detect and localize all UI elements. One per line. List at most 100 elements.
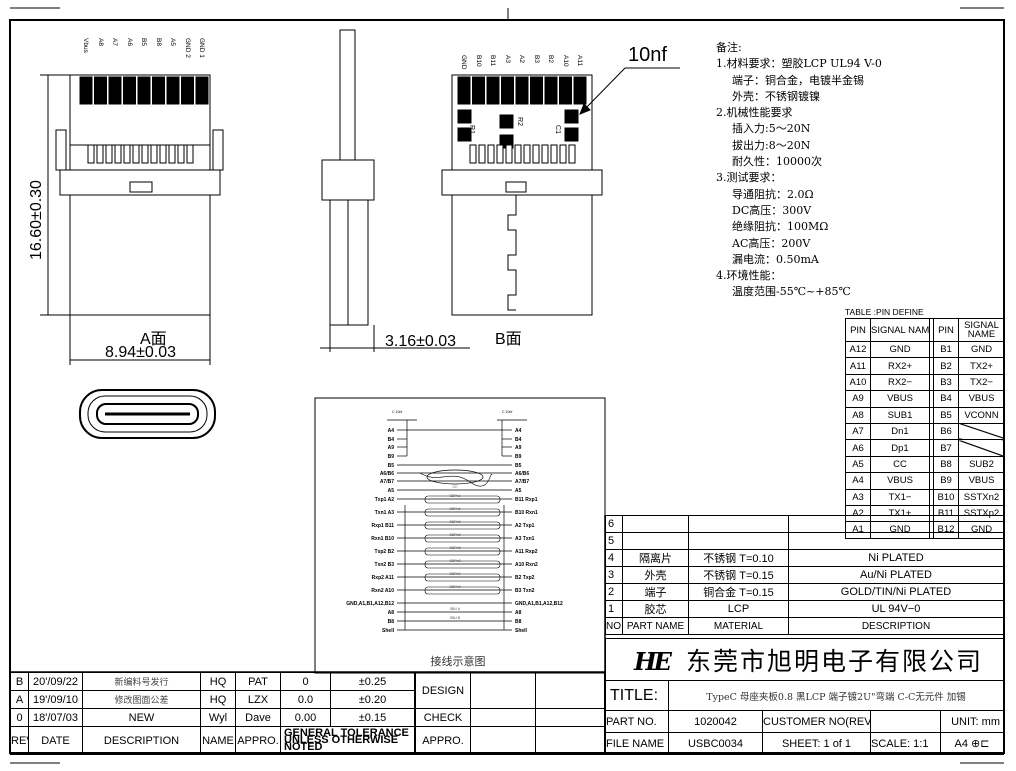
- dim-height: 16.60±0.30: [28, 180, 45, 260]
- revision-cell: NEW: [82, 708, 201, 727]
- cap-left-label: C 10nf: [392, 410, 402, 414]
- pin-cell: B7: [933, 439, 959, 457]
- header-rev: REV: [10, 726, 29, 755]
- b-pad: [501, 76, 514, 105]
- pin-cell: B1: [933, 340, 959, 359]
- wire-label-left: GND,A1,B1,A12,B12: [346, 601, 394, 607]
- wire-label-left: Rxn1 B10: [371, 536, 394, 542]
- a-pad: [195, 76, 209, 105]
- pin-cell: [958, 422, 1005, 441]
- a-pad: [79, 76, 93, 105]
- a-pin-label: Vbus: [82, 38, 89, 53]
- a-pad: [123, 76, 136, 105]
- revision-cell: ±0.15: [330, 708, 415, 727]
- wire-label-left: Txp1 A2: [375, 497, 394, 503]
- wire-label-right: A7/B7: [515, 479, 529, 485]
- b-pin-label: A2: [518, 55, 525, 63]
- wire-label-left: Txp2 B2: [375, 549, 395, 555]
- wire-label-right: A5: [515, 488, 522, 494]
- revision-cell: LZX: [235, 690, 281, 709]
- part-cell: 2: [605, 583, 623, 601]
- wire-label-right: A2 Txp1: [515, 523, 535, 529]
- pin-cell: A10: [845, 373, 871, 392]
- wire-label-right: B5: [515, 463, 522, 469]
- pin-cell: B10: [933, 488, 959, 506]
- revision-cell: Wyl: [200, 708, 236, 727]
- pin-cell: B3: [933, 373, 959, 392]
- revision-cell: 0: [10, 708, 29, 727]
- pin-table-title: TABLE :PIN DEFINE: [845, 307, 924, 317]
- shield-pair: [424, 495, 501, 504]
- wire-label-right: A9: [515, 445, 522, 451]
- wire-label-right: B9: [515, 454, 522, 460]
- b-pad: [559, 76, 572, 105]
- wire-label-right: B3 Txn2: [515, 588, 535, 594]
- wire-label-left: Rxn2 A10: [371, 588, 394, 594]
- a-pin-label: GND 1: [198, 38, 205, 58]
- b-pad: [457, 76, 471, 105]
- pin-cell: B9: [933, 472, 959, 490]
- a-pad: [152, 76, 165, 105]
- revision-cell: 0: [280, 672, 331, 691]
- pin-cell: GND: [958, 340, 1005, 359]
- header-appro: APPRO.: [235, 726, 281, 755]
- pin-cell: A12: [845, 340, 871, 359]
- parts-header-cell: MATERIAL: [688, 617, 789, 635]
- approval-table: DESIGN CHECK APPRO.: [415, 672, 605, 755]
- part-row: 6: [605, 515, 1004, 533]
- note-line: AC高压：200V: [732, 236, 811, 250]
- wire-label-left: B9: [388, 454, 395, 460]
- a-pin-label: A8: [96, 38, 104, 46]
- a-pad: [108, 76, 122, 105]
- revision-cell: B: [10, 672, 29, 691]
- wire-label-right: A11 Rxp2: [515, 549, 538, 555]
- revision-cell: 新编料号发行: [82, 672, 201, 691]
- note-line: 拔出力:8～20N: [732, 138, 811, 152]
- check-label: CHECK: [415, 708, 471, 727]
- part-cell: GOLD/TIN/Ni PLATED: [788, 583, 1004, 601]
- b-pad: [573, 76, 587, 105]
- part-cell: [788, 532, 1004, 550]
- part-cell: [688, 532, 789, 550]
- drawing-title: TypeC 母座夹板0.8 黑LCP 端子镀2U"弯端 C-C无元件 加锡: [668, 680, 1004, 711]
- wire-label-right: B2 Txp2: [515, 575, 535, 581]
- header-signal-a: SIGNAL NAME: [870, 318, 930, 342]
- pin-cell: B6: [933, 422, 959, 441]
- note-line: 漏电流：0.50mA: [732, 252, 819, 266]
- parts-header-cell: NO.: [605, 617, 623, 635]
- pin-cell: A3: [845, 488, 871, 506]
- scale: SCALE: 1:1: [870, 732, 941, 755]
- view-a-face: [40, 74, 224, 365]
- pin-cell: B8: [933, 455, 959, 474]
- b-pad: [515, 76, 529, 105]
- wire-label-right: B4: [515, 437, 522, 443]
- c1-label: C1: [553, 125, 561, 134]
- b-pin-label: A10: [561, 55, 569, 67]
- b-pad: [544, 76, 558, 105]
- pin-cell: Dp1: [870, 439, 930, 457]
- shield-pair: [424, 560, 501, 569]
- note-line: 耐久性：10000次: [732, 155, 822, 169]
- pin-cell: VBUS: [958, 390, 1005, 408]
- b-pad: [486, 76, 500, 105]
- pin-cell: A5: [845, 455, 871, 474]
- a-pin-label: A6: [125, 38, 133, 46]
- part-cell: 隔离片: [622, 549, 689, 567]
- part-cell: [688, 515, 789, 533]
- wire-label-left: A8: [388, 610, 395, 616]
- pin-cell: A11: [845, 357, 871, 375]
- pin-cell: A6: [845, 439, 871, 457]
- r1-label: R1: [467, 125, 475, 134]
- revision-cell: 18'/07/03: [28, 708, 83, 727]
- part-cell: 胶芯: [622, 600, 689, 618]
- capacitor-callout: 10nf: [628, 44, 667, 66]
- revision-cell: Dave: [235, 708, 281, 727]
